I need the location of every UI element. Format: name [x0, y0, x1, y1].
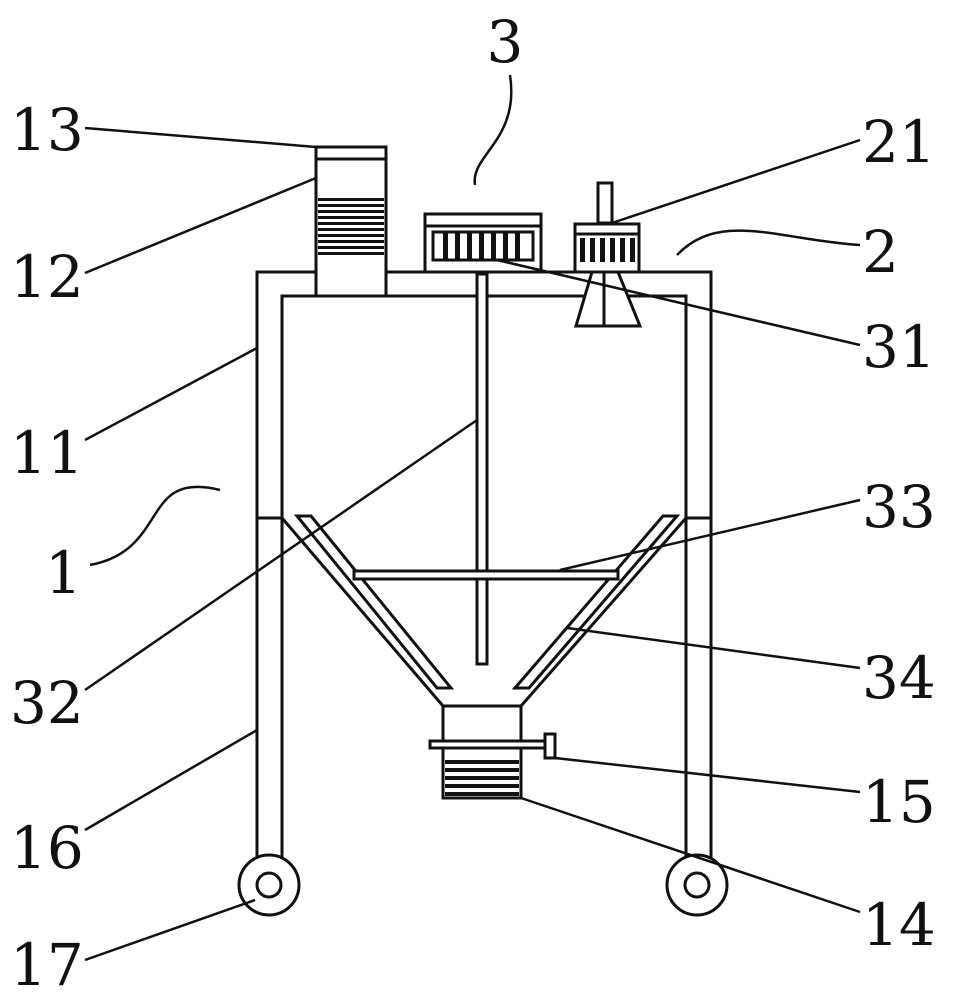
leader-lines	[84, 74, 861, 962]
reference-labels: 3 13 12 11 1 32 16 17 21 2 31 33 34 15 1…	[10, 8, 936, 999]
label-11: 11	[10, 419, 84, 487]
wheels	[237, 853, 729, 917]
label-3: 3	[487, 8, 524, 76]
spray-assembly	[573, 181, 643, 328]
label-32: 32	[10, 669, 84, 737]
discharge-outlet	[428, 704, 557, 800]
label-15: 15	[862, 768, 936, 836]
label-33: 33	[862, 473, 936, 541]
tank-body	[279, 294, 689, 709]
label-12: 12	[10, 243, 84, 311]
scraper-blades	[293, 514, 681, 690]
label-16: 16	[10, 814, 84, 882]
label-13: 13	[10, 96, 84, 164]
label-1: 1	[45, 539, 82, 607]
label-21: 21	[862, 108, 936, 176]
label-31: 31	[862, 313, 936, 381]
stirring-shaft	[352, 272, 620, 666]
label-34: 34	[862, 644, 936, 712]
label-14: 14	[862, 891, 936, 959]
feed-hopper	[314, 145, 388, 298]
stirring-motor	[423, 212, 543, 274]
label-17: 17	[10, 931, 84, 999]
label-2: 2	[862, 218, 899, 286]
